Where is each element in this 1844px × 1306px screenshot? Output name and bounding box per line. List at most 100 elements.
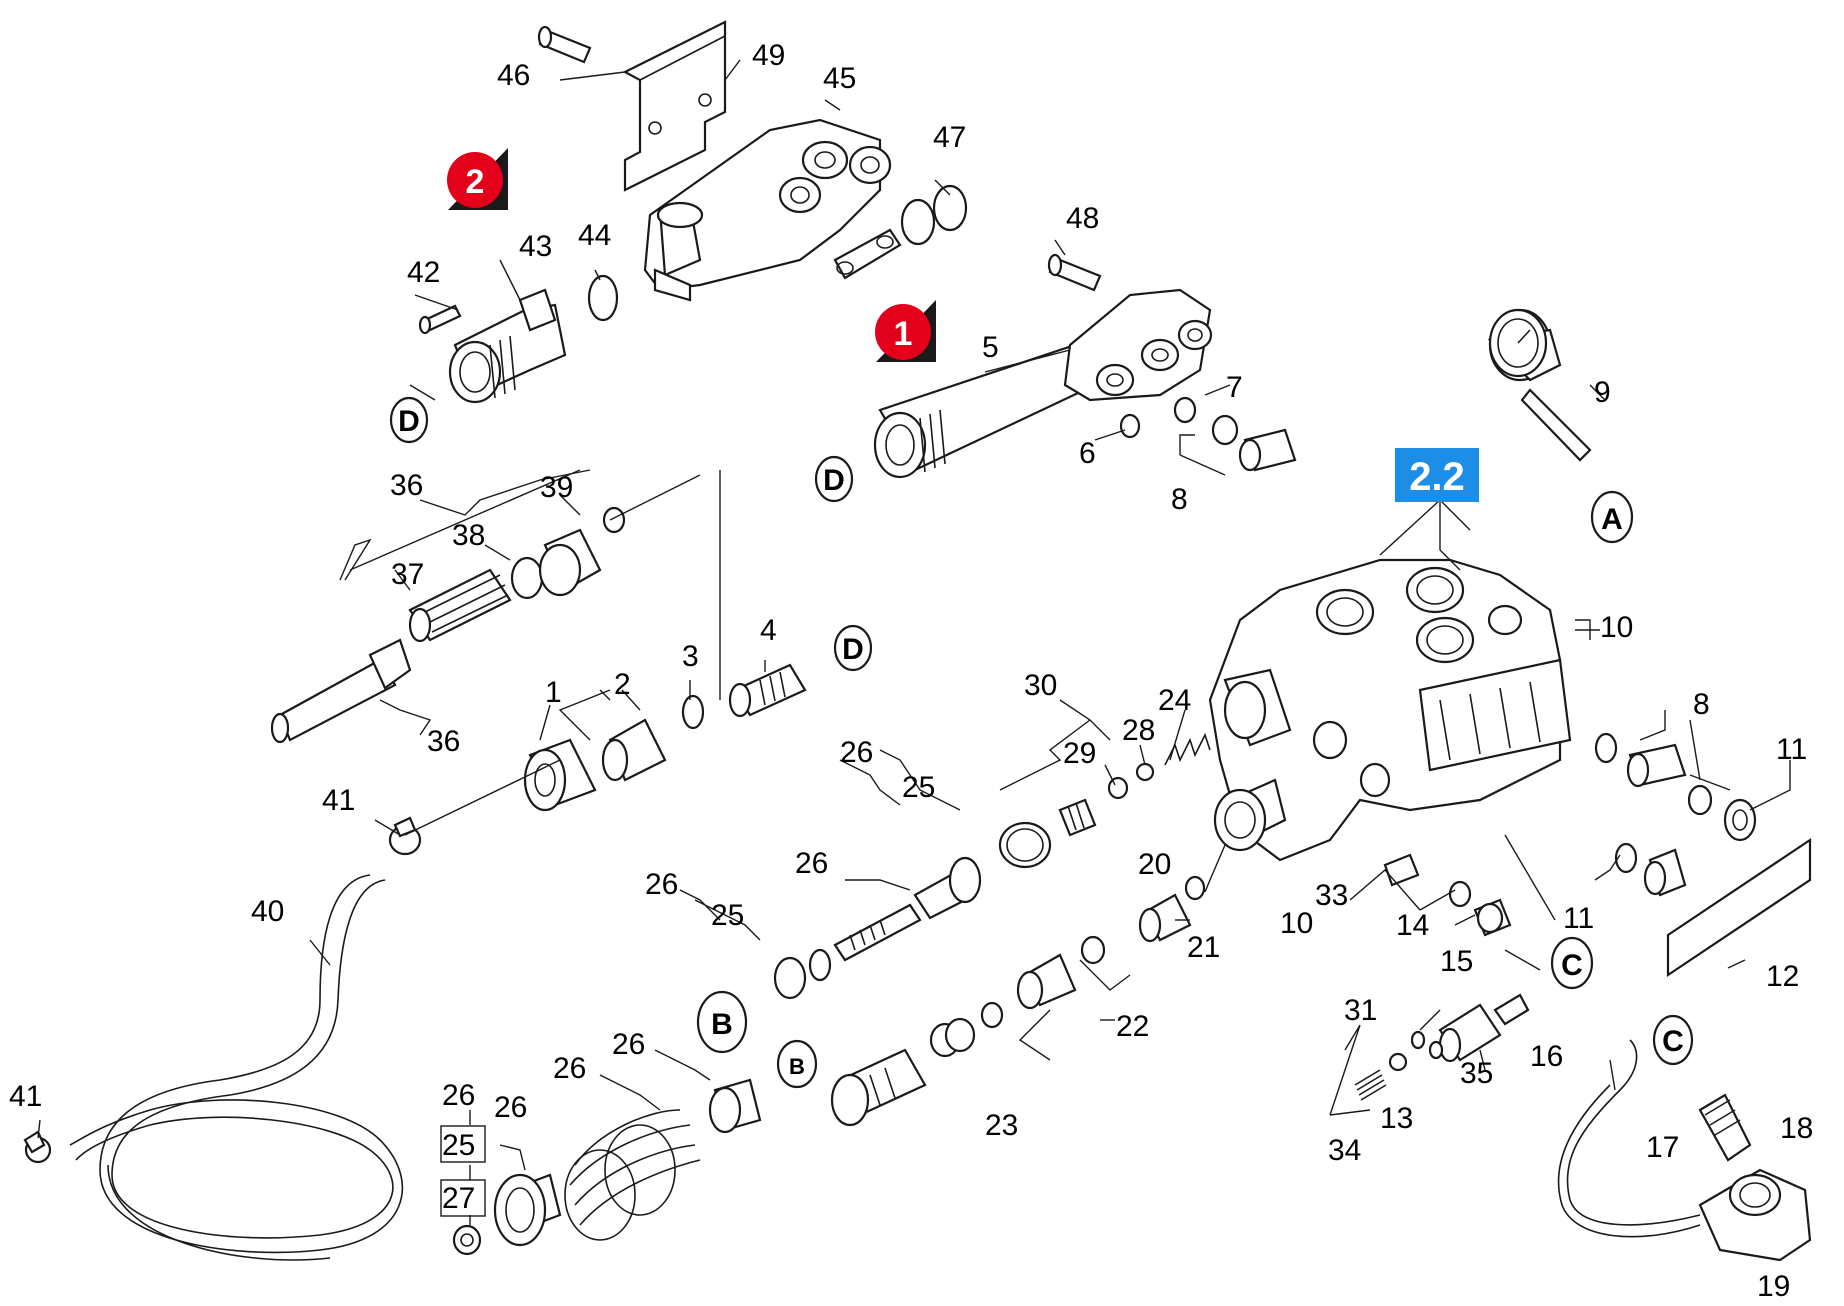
callout-22: 22 xyxy=(1116,1010,1149,1043)
filter-4 xyxy=(728,663,807,718)
callout-23: 23 xyxy=(985,1109,1018,1142)
o-rings-23 xyxy=(929,1001,1004,1058)
callout-47: 47 xyxy=(933,121,966,154)
callout-21: 21 xyxy=(1187,931,1220,964)
cap-21 xyxy=(1138,893,1192,943)
callout-41-upper: 41 xyxy=(322,784,355,817)
outlet-nipple-43 xyxy=(448,288,567,404)
callout-38: 38 xyxy=(452,519,485,552)
callout-10-lower: 10 xyxy=(1280,907,1313,940)
callout-35: 35 xyxy=(1460,1057,1493,1090)
connector-b-2: B xyxy=(776,1039,818,1089)
o-ring-7 xyxy=(1173,396,1197,424)
callout-39: 39 xyxy=(540,471,573,504)
callout-37: 37 xyxy=(391,558,424,591)
plug-11-lower xyxy=(1614,842,1687,897)
callout-9: 9 xyxy=(1594,376,1611,409)
svg-text:C: C xyxy=(1561,949,1583,982)
callout-8-right: 8 xyxy=(1693,688,1710,721)
svg-text:A: A xyxy=(1601,503,1623,536)
o-ring-3 xyxy=(681,694,705,730)
connector-a: A xyxy=(1590,490,1634,544)
valve-8-upper xyxy=(1211,414,1297,472)
connector-c-2: C xyxy=(1652,1014,1694,1066)
connector-c-1: C xyxy=(1550,936,1594,990)
callout-8-upper: 8 xyxy=(1171,483,1188,516)
callout-12: 12 xyxy=(1766,960,1799,993)
callout-40: 40 xyxy=(251,895,284,928)
connector-d-3: D xyxy=(833,624,873,672)
bracket-49 xyxy=(622,20,727,192)
screw-46 xyxy=(537,25,592,64)
callout-17: 17 xyxy=(1646,1131,1679,1164)
badge-2: 2 xyxy=(447,148,508,210)
callout-20: 20 xyxy=(1138,848,1171,881)
svg-text:D: D xyxy=(398,405,420,438)
callout-26-e: 26 xyxy=(553,1052,586,1085)
gasket-plate xyxy=(833,228,902,280)
callout-27-box xyxy=(440,1179,486,1217)
rings-25 xyxy=(998,821,1052,869)
callout-19: 19 xyxy=(1757,1270,1790,1303)
callout-25-box xyxy=(440,1125,486,1163)
callout-30: 30 xyxy=(1024,669,1057,702)
o-rings-47 xyxy=(900,184,968,246)
callout-44: 44 xyxy=(578,219,611,252)
label-plate-12 xyxy=(1666,837,1812,978)
leader-lines xyxy=(37,59,1791,1225)
valve-parts-33-14-15 xyxy=(1383,853,1512,937)
plug-11-upper xyxy=(1687,784,1757,842)
svg-text:B: B xyxy=(711,1008,733,1041)
valve-seat-22 xyxy=(1016,935,1106,1010)
badge-1: 1 xyxy=(875,300,936,362)
callout-45: 45 xyxy=(823,62,856,95)
o-ring-20 xyxy=(1184,875,1206,901)
badge-1-label: 1 xyxy=(894,315,913,353)
callout-14: 14 xyxy=(1396,909,1429,942)
connector-d-1: D xyxy=(389,396,429,444)
group-label-2.2: 2.2 xyxy=(1395,448,1479,502)
callout-43: 43 xyxy=(519,230,552,263)
callout-36-lower: 36 xyxy=(427,725,460,758)
callout-41-lower: 41 xyxy=(9,1080,42,1113)
callout-28: 28 xyxy=(1122,714,1155,747)
o-ring-38 xyxy=(510,556,544,600)
callout-11-lower: 11 xyxy=(1563,902,1594,935)
callout-1: 1 xyxy=(545,676,562,709)
callout-34: 34 xyxy=(1328,1134,1361,1167)
callout-31: 31 xyxy=(1344,994,1377,1027)
adapter-2 xyxy=(601,718,667,782)
retainer-26 xyxy=(493,1173,562,1247)
strainer-37 xyxy=(408,568,512,643)
callout-26-d: 26 xyxy=(612,1028,645,1061)
fitting-16 xyxy=(1438,993,1530,1063)
callout-11-upper: 11 xyxy=(1776,733,1807,766)
svg-text:B: B xyxy=(789,1054,805,1079)
seal-28-29 xyxy=(1107,762,1155,800)
callout-26-b: 26 xyxy=(795,847,828,880)
callout-36-upper: 36 xyxy=(390,469,423,502)
callout-2: 2 xyxy=(614,668,631,701)
callout-24: 24 xyxy=(1158,684,1191,717)
inlet-housing-5 xyxy=(1063,288,1213,402)
callout-10-upper: 10 xyxy=(1600,611,1633,644)
svg-text:D: D xyxy=(842,633,864,666)
callout-42: 42 xyxy=(407,256,440,289)
callout-13: 13 xyxy=(1380,1102,1413,1135)
nut-27 xyxy=(452,1224,482,1256)
callout-26-c: 26 xyxy=(645,868,678,901)
hose-40 xyxy=(69,874,404,1261)
callout-26-f: 26 xyxy=(494,1091,527,1124)
svg-text:C: C xyxy=(1662,1025,1684,1058)
callouts: 46 49 45 47 48 42 43 44 5 7 6 8 9 10 8 1… xyxy=(9,39,1813,1303)
callout-25-b: 25 xyxy=(711,899,744,932)
callout-6: 6 xyxy=(1079,437,1096,470)
callout-15: 15 xyxy=(1440,945,1473,978)
callout-5: 5 xyxy=(982,331,999,364)
outlet-housing-45 xyxy=(643,118,892,302)
callout-46: 46 xyxy=(497,59,530,92)
badge-2-label: 2 xyxy=(466,163,485,201)
spring-26 xyxy=(564,1109,701,1241)
